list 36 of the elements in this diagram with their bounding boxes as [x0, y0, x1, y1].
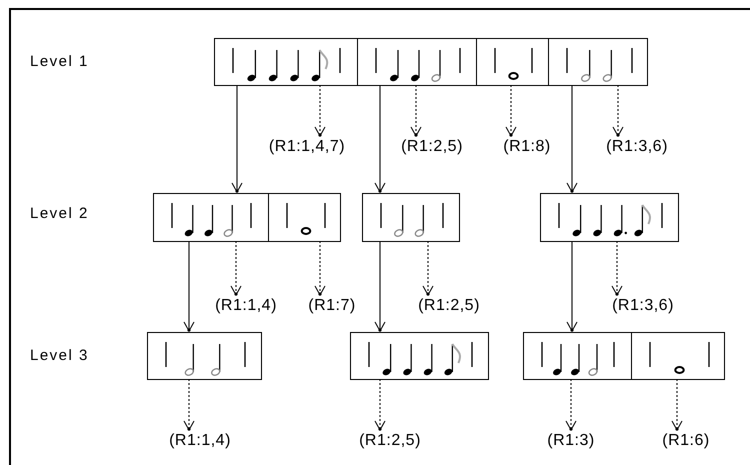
- arrow: [566, 240, 578, 332]
- dashed-arrow: [612, 84, 624, 138]
- arrow: [232, 84, 242, 194]
- reference-label: (R1:1,4,7): [268, 137, 346, 156]
- reference-label: (R1:1,4): [215, 296, 277, 315]
- reference-label: (R1:3): [547, 431, 595, 450]
- arrow: [184, 240, 194, 332]
- reference-label: (R1:6): [662, 431, 710, 450]
- reference-label: (R1:2,5): [401, 137, 463, 156]
- reference-label: (R1:7): [308, 296, 356, 315]
- reference-label: (R1:2,5): [418, 296, 480, 315]
- level-label: Level 1: [30, 53, 89, 70]
- bar-group-box: [523, 332, 725, 380]
- dashed-arrow: [672, 378, 682, 432]
- reference-label: (R1:1,4): [169, 431, 231, 450]
- dashed-arrow: [184, 378, 194, 432]
- dashed-arrow: [314, 84, 326, 138]
- level-label: Level 3: [30, 347, 89, 364]
- dashed-arrow: [230, 240, 242, 296]
- reference-label: (R1:3,6): [612, 296, 674, 315]
- bar-group-box: [153, 193, 341, 242]
- dashed-arrow: [410, 84, 422, 138]
- arrow: [566, 84, 578, 194]
- dashed-arrow: [422, 240, 434, 296]
- dashed-arrow: [374, 378, 386, 432]
- level-label: Level 2: [30, 205, 89, 222]
- arrow: [374, 240, 386, 332]
- reference-label: (R1:8): [503, 137, 551, 156]
- dashed-arrow: [506, 84, 516, 138]
- arrow: [374, 84, 386, 194]
- reference-label: (R1:3,6): [606, 137, 668, 156]
- dashed-arrow: [314, 240, 326, 296]
- bar-group-box: [214, 38, 648, 86]
- dashed-arrow: [612, 240, 622, 296]
- reference-label: (R1:2,5): [359, 431, 421, 450]
- dashed-arrow: [566, 378, 576, 432]
